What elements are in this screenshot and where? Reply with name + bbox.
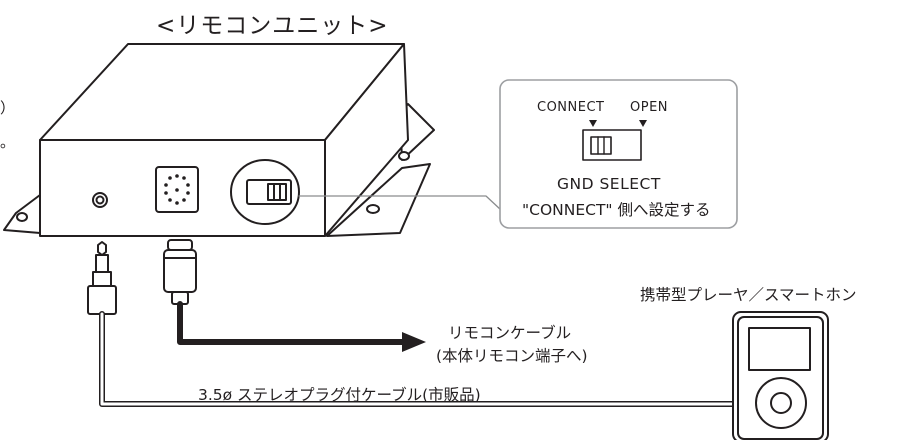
gnd-select-title: GND SELECT — [557, 175, 661, 193]
callout-switch-knob — [590, 136, 612, 155]
stereo-cable-label: 3.5ø ステレオプラグ付ケーブル(市販品) — [198, 386, 481, 404]
remote-cable — [177, 301, 407, 345]
gnd-select-instruction: "CONNECT" 側へ設定する — [522, 201, 711, 219]
din-connector-pins — [164, 174, 190, 205]
open-pointer-arrow — [639, 120, 647, 127]
right-mounting-flange-front — [326, 163, 431, 237]
audio-jack-inner — [95, 195, 105, 205]
player-screen — [748, 327, 811, 371]
portable-player — [732, 311, 829, 443]
connect-position-label: CONNECT — [537, 100, 605, 115]
gnd-switch-knob — [267, 183, 287, 201]
remote-cable-label: リモコンケーブル — [448, 324, 572, 342]
callout-leader-line — [298, 195, 502, 211]
left-flange-hole — [16, 212, 28, 222]
remote-cable-arrowhead — [402, 332, 426, 352]
remote-unit-box — [3, 43, 435, 237]
player-label: 携帯型プレーヤ／スマートホン — [640, 286, 857, 304]
din-plug — [163, 239, 197, 305]
clipped-text-fragment: ） — [0, 99, 16, 117]
gnd-select-callout — [499, 79, 738, 229]
player-center-button — [770, 392, 792, 414]
clipped-text-fragment: 。 — [0, 133, 16, 151]
unit-title: <リモコンユニット> — [156, 13, 389, 39]
stereo-mini-plug — [87, 241, 117, 315]
connect-pointer-arrow — [589, 120, 597, 127]
remote-cable-destination: (本体リモコン端子へ) — [436, 347, 588, 365]
right-flange-hole-back — [398, 151, 410, 161]
right-flange-hole-front — [366, 204, 380, 214]
open-position-label: OPEN — [630, 100, 669, 115]
